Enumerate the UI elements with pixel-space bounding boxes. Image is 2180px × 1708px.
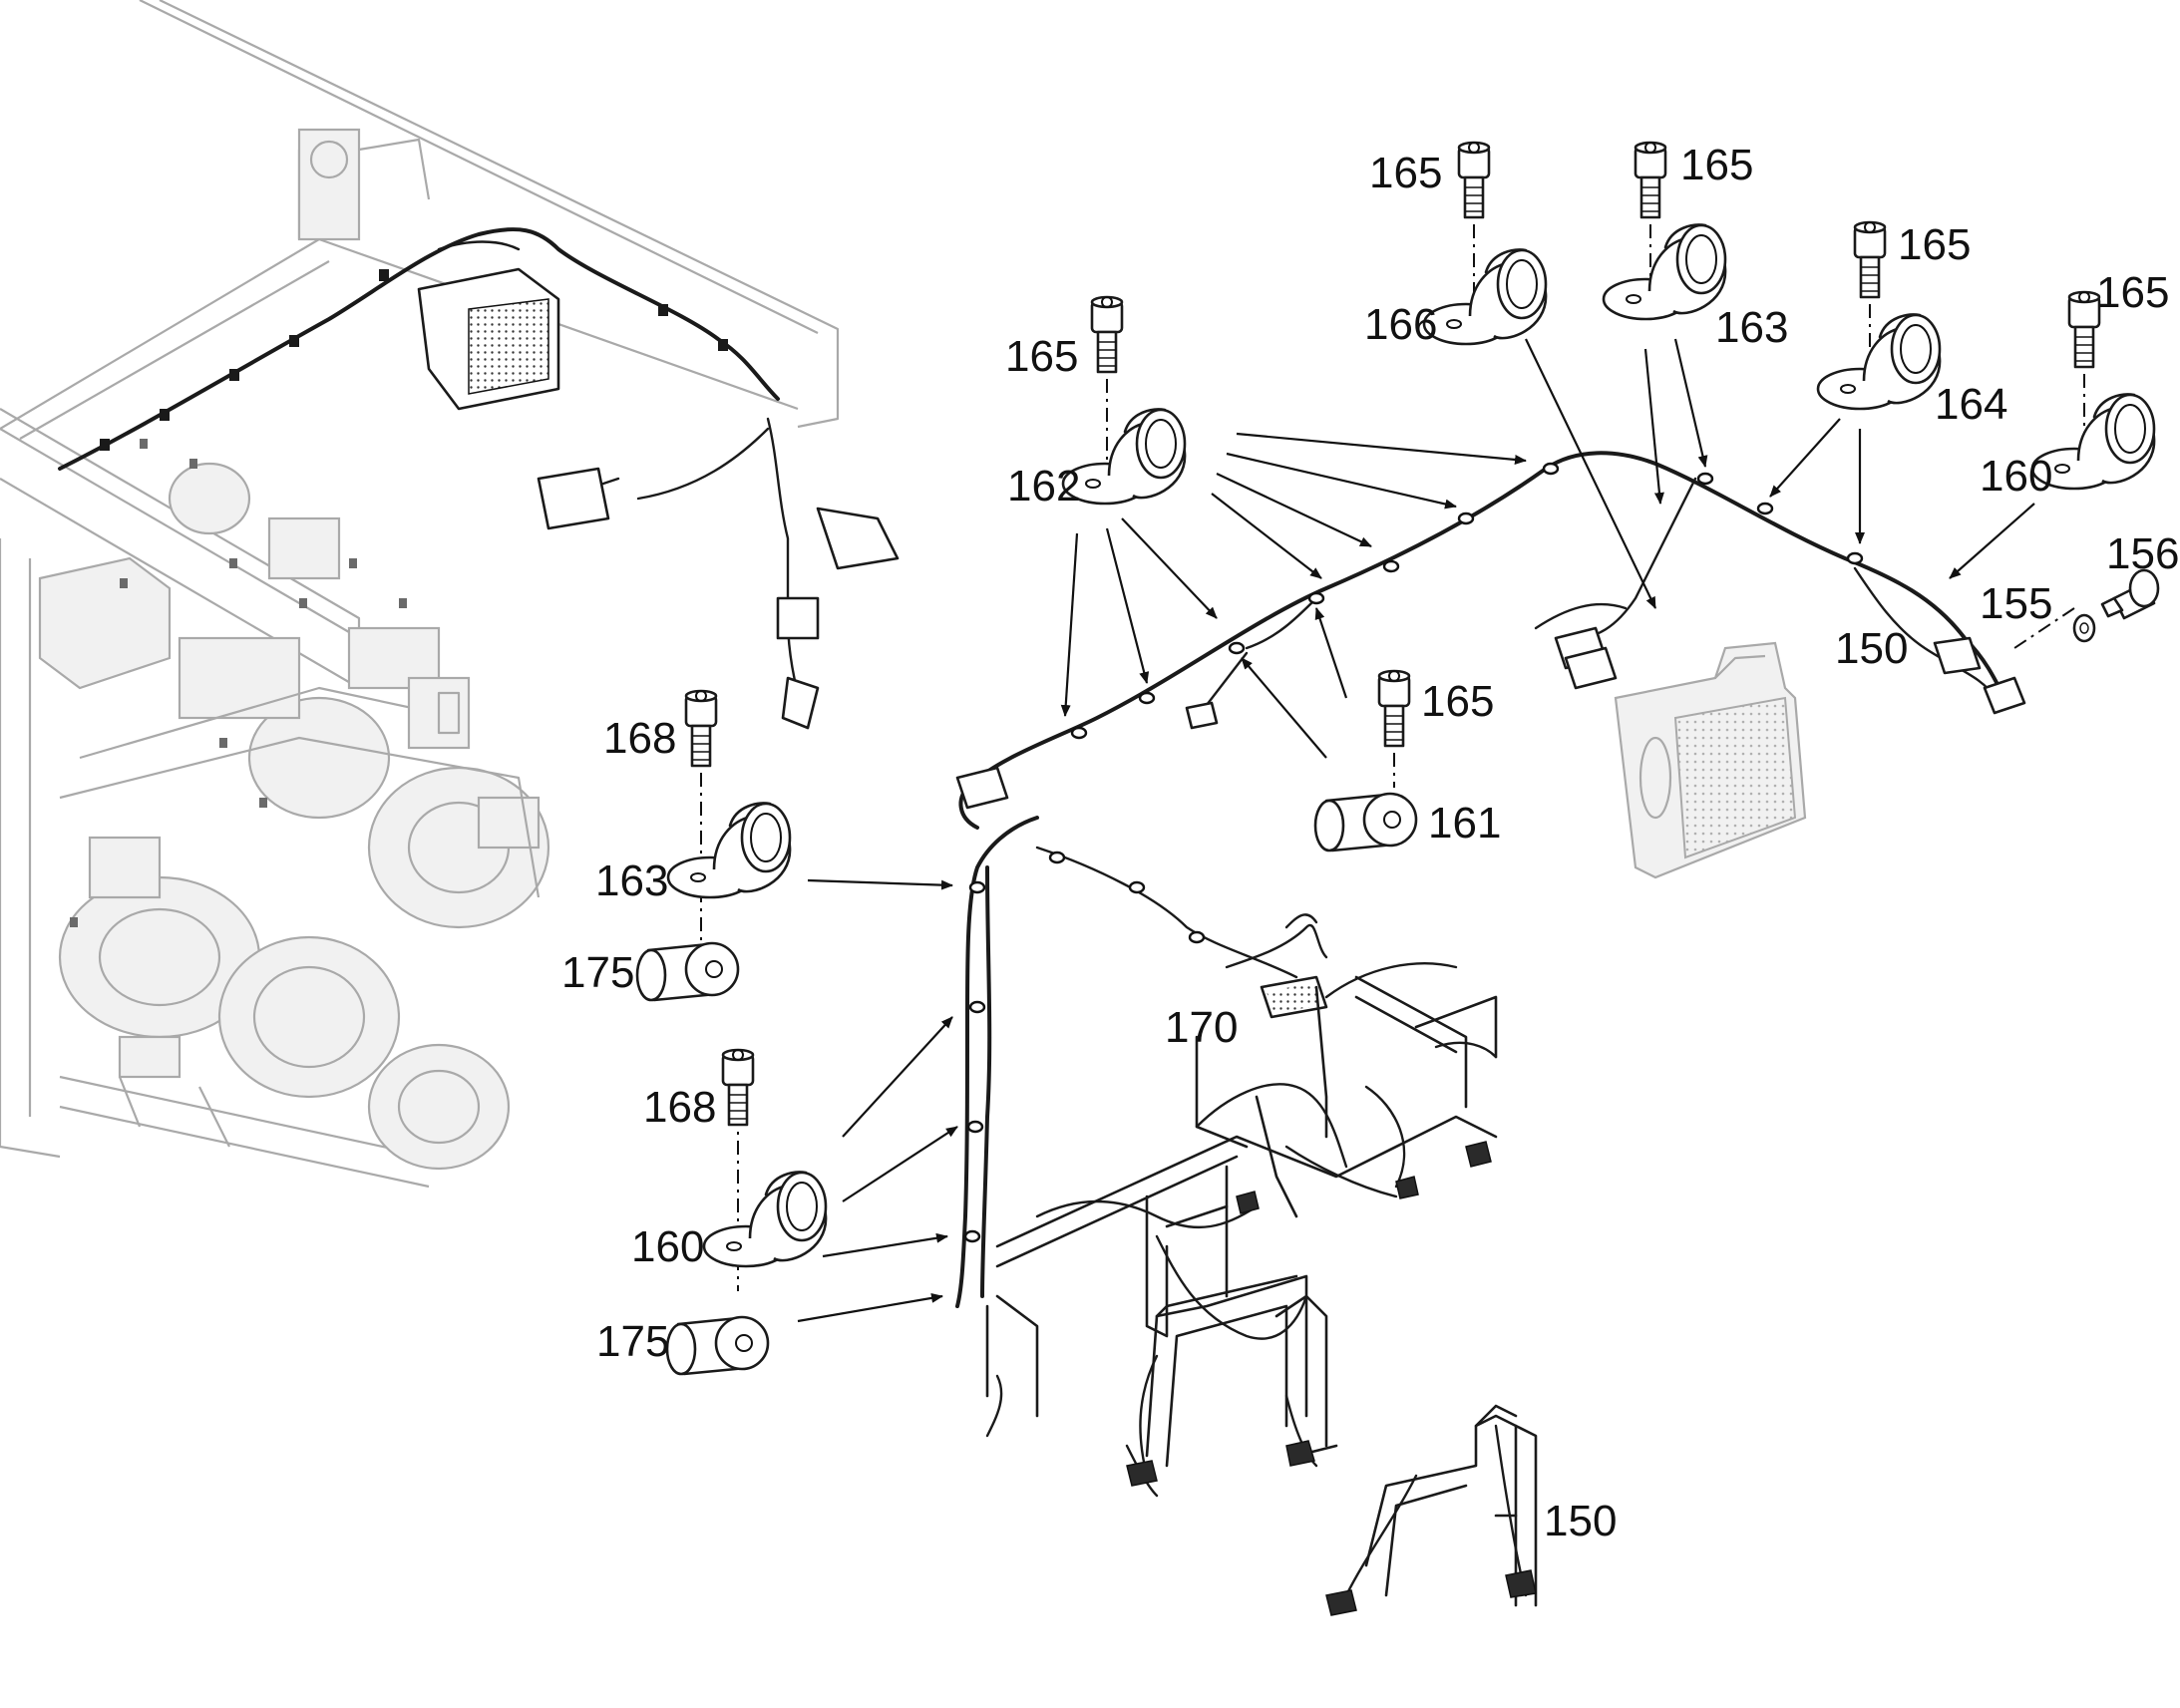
callout-150: 150 [1835, 624, 1908, 673]
callout-170: 170 [1165, 1003, 1238, 1052]
screw-168-part [721, 1048, 755, 1127]
clamp-160-part [702, 1171, 828, 1268]
screw-168-part [684, 689, 718, 768]
spacer-175-part [635, 941, 740, 1002]
callout-165: 165 [1898, 220, 1971, 269]
callout-160: 160 [1980, 452, 2052, 501]
callout-160: 160 [631, 1222, 704, 1271]
screw-165-part [1457, 141, 1491, 219]
callout-161: 161 [1428, 799, 1501, 848]
callout-163: 163 [595, 856, 668, 905]
callout-164: 164 [1935, 380, 2007, 429]
wiring-harness-150 [955, 451, 2026, 1616]
callout-165: 165 [2096, 268, 2169, 317]
frame-harness-background [58, 227, 900, 730]
callout-168: 168 [643, 1083, 716, 1132]
callout-163: 163 [1715, 303, 1788, 352]
bolt-156-part [2100, 568, 2160, 620]
callout-155: 155 [1980, 579, 2052, 628]
callout-150: 150 [1544, 1497, 1617, 1545]
callout-165: 165 [1680, 141, 1753, 189]
callout-175: 175 [596, 1317, 669, 1366]
callout-162: 162 [1007, 462, 1080, 511]
screw-165-part [1634, 141, 1667, 219]
clamp-163-part [1602, 223, 1727, 321]
washer-155-part [2072, 613, 2096, 643]
callout-labels: 165 165 165 165 165 165 166 163 164 160 … [561, 141, 2179, 1545]
callout-156: 156 [2106, 529, 2179, 578]
machine-frame-background [0, 0, 840, 1189]
spacer-175-part [665, 1315, 770, 1376]
clamp-163-part [666, 802, 792, 899]
callout-165: 165 [1369, 149, 1442, 197]
clamp-162-part [1061, 408, 1187, 506]
callout-168: 168 [603, 714, 676, 763]
callout-165: 165 [1005, 332, 1078, 381]
clamp-164-part [1816, 313, 1942, 411]
callout-165: 165 [1421, 677, 1494, 726]
spacer-161-part [1313, 792, 1418, 853]
clamp-166-part [1422, 248, 1548, 346]
leader-arrows [797, 338, 2035, 1323]
controller-box-background [1614, 641, 1807, 879]
screw-165-part [1090, 295, 1124, 374]
callout-166: 166 [1364, 300, 1437, 349]
screw-165-part [2067, 290, 2101, 369]
screw-165-part [1853, 220, 1887, 299]
callout-175: 175 [561, 948, 634, 997]
screw-165-part [1377, 669, 1411, 748]
